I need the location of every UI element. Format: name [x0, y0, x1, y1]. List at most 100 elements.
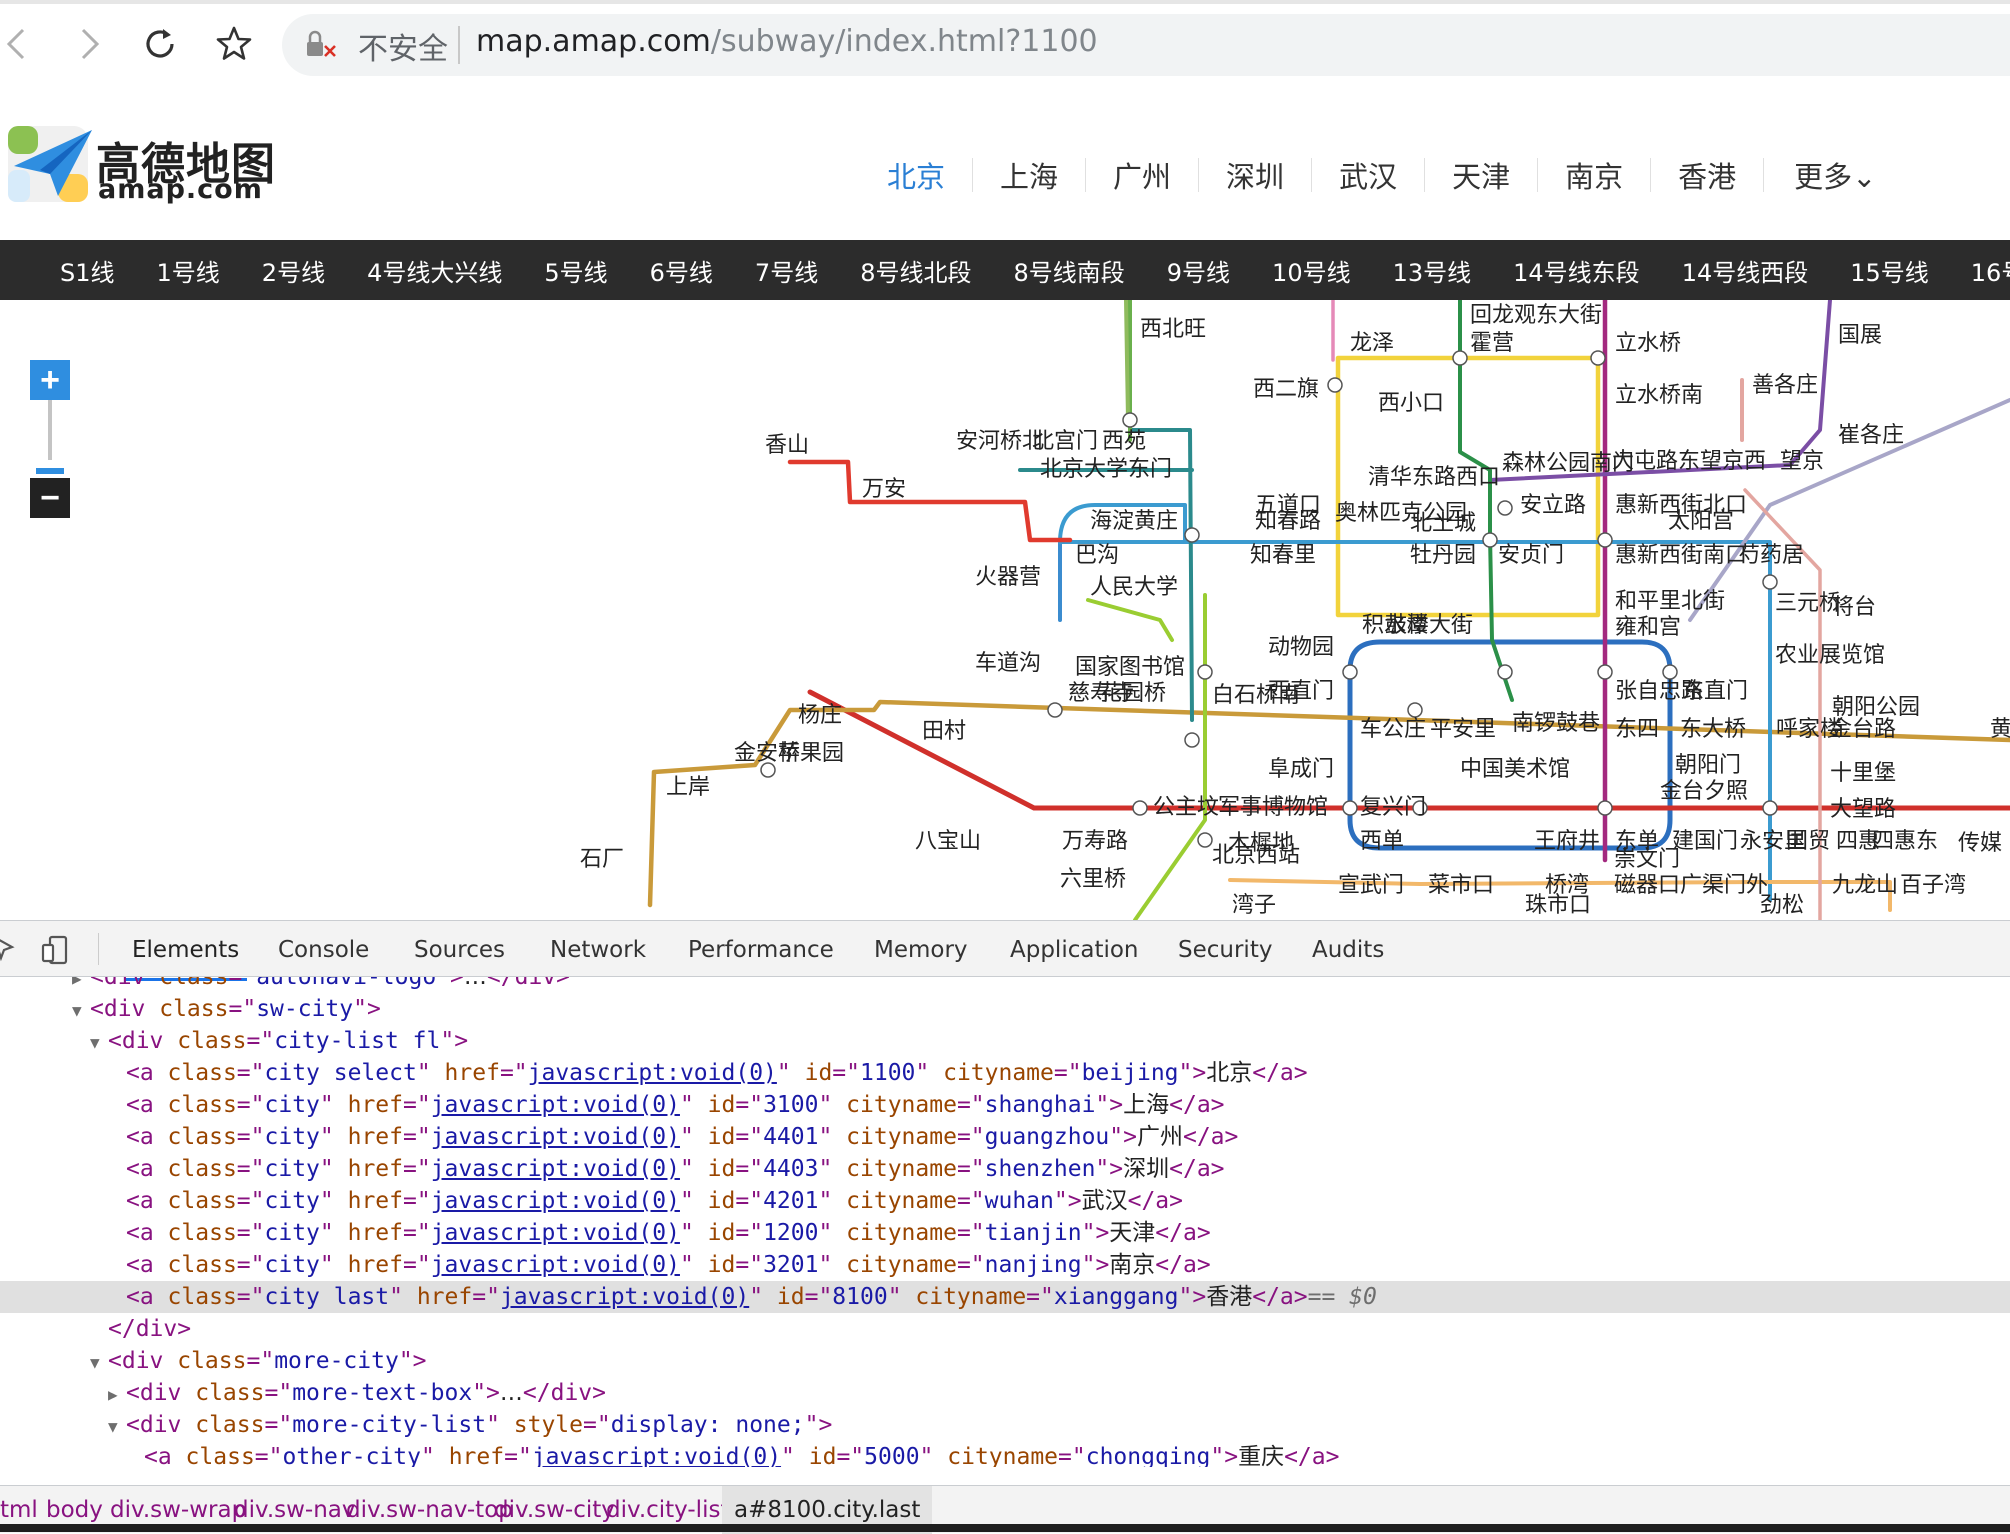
station-label[interactable]: 宣武门 [1338, 873, 1404, 898]
subway-line-item[interactable]: 14号线东段 [1513, 258, 1640, 287]
inspect-element-icon[interactable] [0, 933, 24, 967]
station-label[interactable]: 百子湾 [1900, 873, 1966, 898]
station-label[interactable]: 公主坟 [1153, 795, 1219, 820]
station-label[interactable]: 张自忠路 [1615, 679, 1703, 704]
city-link[interactable]: 武汉 [1339, 160, 1398, 194]
station-label[interactable]: 国家图书馆 [1075, 655, 1185, 680]
station-label[interactable]: 知春路 [1255, 509, 1321, 534]
devtools-tab[interactable]: Memory [874, 937, 968, 963]
station-label[interactable]: 香山 [765, 433, 809, 458]
station-label[interactable]: 积水潭 [1362, 613, 1428, 638]
devtools-tab[interactable]: Elements [123, 937, 248, 981]
disclosure-triangle-icon[interactable]: ▶ [108, 1385, 118, 1404]
station-label[interactable]: 西小口 [1378, 391, 1444, 416]
station-label[interactable]: 动物园 [1268, 635, 1334, 660]
station-label[interactable]: 传媒 [1958, 831, 2002, 856]
city-link[interactable]: 南京 [1565, 160, 1624, 194]
station-label[interactable]: 万安 [862, 477, 906, 502]
station-label[interactable]: 三元桥 [1775, 591, 1841, 616]
station-label[interactable]: 阜成门 [1268, 757, 1334, 782]
bookmark-star-icon[interactable] [212, 22, 256, 66]
station-label[interactable]: 森林公园南门 [1502, 451, 1634, 476]
devtools-tab[interactable]: Sources [414, 937, 505, 963]
station-label[interactable]: 清华东路西口 [1368, 465, 1500, 490]
station-label[interactable]: 金台夕照 [1660, 779, 1748, 804]
dom-tree-node[interactable]: <a class="city" href="javascript:void(0)… [0, 1217, 2010, 1249]
subway-line-item[interactable]: 8号线南段 [1013, 258, 1125, 287]
subway-line-item[interactable]: 5号线 [544, 258, 608, 287]
station-label[interactable]: 桥湾 [1545, 873, 1589, 898]
address-bar[interactable] [282, 14, 2010, 76]
forward-icon[interactable] [68, 22, 112, 66]
station-label[interactable]: 安河桥北 [956, 429, 1044, 454]
station-label[interactable]: 呼家楼 [1776, 717, 1842, 742]
disclosure-triangle-icon[interactable]: ▼ [90, 1353, 100, 1372]
station-label[interactable]: 知春里 [1250, 543, 1316, 568]
station-label[interactable]: 苹果园 [778, 741, 844, 766]
station-label[interactable]: 复兴门 [1360, 795, 1426, 820]
city-link[interactable]: 天津 [1452, 160, 1511, 194]
city-link[interactable]: 上海 [1000, 160, 1059, 194]
station-label[interactable]: 惠新西街北口 [1615, 493, 1747, 518]
breadcrumb-item[interactable]: div.sw-city [494, 1497, 615, 1523]
station-label[interactable]: 花园桥 [1100, 681, 1166, 706]
station-label[interactable]: 崔各庄 [1838, 423, 1904, 448]
not-secure-lock-icon[interactable] [304, 28, 338, 62]
station-label[interactable]: 朝阳门 [1675, 753, 1741, 778]
station-label[interactable]: 牡丹园 [1410, 543, 1476, 568]
subway-line-item[interactable]: 2号线 [261, 258, 326, 287]
station-label[interactable]: 鼓楼大街 [1385, 613, 1473, 638]
devtools-tab[interactable]: Application [1010, 937, 1139, 963]
station-label[interactable]: 奥林匹克公园 [1335, 501, 1467, 526]
station-label[interactable]: 田村 [922, 719, 966, 744]
station-label[interactable]: 十里堡 [1830, 761, 1896, 786]
disclosure-triangle-icon[interactable]: ▼ [108, 1417, 118, 1436]
dom-tree-node[interactable]: ▼<div class="city-list fl"> [0, 1025, 2010, 1057]
station-label[interactable]: 上岸 [666, 775, 710, 800]
station-label[interactable]: 平安里 [1430, 717, 1496, 742]
station-label[interactable]: 望京西 [1700, 449, 1766, 474]
station-label[interactable]: 六里桥 [1060, 867, 1126, 892]
station-label[interactable]: 东四 [1615, 717, 1659, 742]
breadcrumb-item[interactable]: div.sw-nav [234, 1497, 356, 1523]
dom-tree-node[interactable]: ▼<div class="more-city-list" style="disp… [0, 1409, 2010, 1441]
more-cities-dropdown[interactable]: 更多⌄ [1794, 160, 1877, 194]
station-label[interactable]: 磁器口 [1614, 873, 1680, 898]
station-label[interactable]: 雍和宫 [1615, 615, 1681, 640]
amap-logo-icon[interactable] [6, 122, 94, 204]
station-label[interactable]: 西苑 [1102, 429, 1146, 454]
station-label[interactable]: 国展 [1838, 323, 1882, 348]
zoom-out-button[interactable]: − [30, 478, 70, 518]
station-label[interactable]: 太阳宫 [1668, 509, 1734, 534]
disclosure-triangle-icon[interactable]: ▼ [90, 1033, 100, 1052]
station-label[interactable]: 立水桥 [1615, 331, 1681, 356]
station-label[interactable]: 崇文门 [1614, 847, 1680, 872]
station-label[interactable]: 建国门 [1672, 829, 1738, 854]
station-label[interactable]: 湾子 [1232, 893, 1276, 918]
station-label[interactable]: 国贸 [1786, 829, 1830, 854]
station-label[interactable]: 车道沟 [975, 651, 1041, 676]
dom-token[interactable]: javascript:void(0) [531, 1444, 782, 1467]
station-label[interactable]: 南锣鼓巷 [1512, 711, 1600, 736]
breadcrumb-item[interactable]: body [46, 1497, 103, 1523]
dom-tree-node[interactable]: <a class="city select" href="javascript:… [0, 1057, 2010, 1089]
subway-map-canvas[interactable]: 西北旺龙泽回龙观东大街霍营立水桥国展西二旗西小口立水桥南善各庄香山崔各庄万安安河… [0, 300, 2010, 920]
dom-tree-node[interactable]: <a class="city" href="javascript:void(0)… [0, 1249, 2010, 1281]
devtools-tab[interactable]: Performance [688, 937, 834, 963]
dom-tree-node[interactable]: </div> [0, 1313, 2010, 1345]
station-label[interactable]: 军事博物馆 [1218, 795, 1328, 820]
url-text[interactable]: map.amap.com/subway/index.html?1100 [476, 24, 1098, 59]
reload-icon[interactable] [138, 22, 182, 66]
dom-token[interactable]: javascript:void(0) [527, 1060, 777, 1086]
station-label[interactable]: 东单 [1615, 829, 1659, 854]
station-label[interactable]: 四惠 [1836, 829, 1880, 854]
subway-line-item[interactable]: S1线 [60, 258, 115, 287]
dom-tree-node[interactable]: ▶<div class="autonavi-logo">…</div> [0, 977, 2010, 993]
breadcrumb-item[interactable]: div.sw-wrap [110, 1497, 247, 1523]
city-link[interactable]: 北京 [887, 160, 946, 194]
station-label[interactable]: 霍营 [1470, 331, 1514, 356]
dom-tree-node[interactable]: ▼<div class="sw-city"> [0, 993, 2010, 1025]
station-label[interactable]: 龙泽 [1350, 331, 1394, 356]
station-label[interactable]: 朝阳公园 [1832, 695, 1920, 720]
station-label[interactable]: 和平里北街 [1615, 589, 1725, 614]
